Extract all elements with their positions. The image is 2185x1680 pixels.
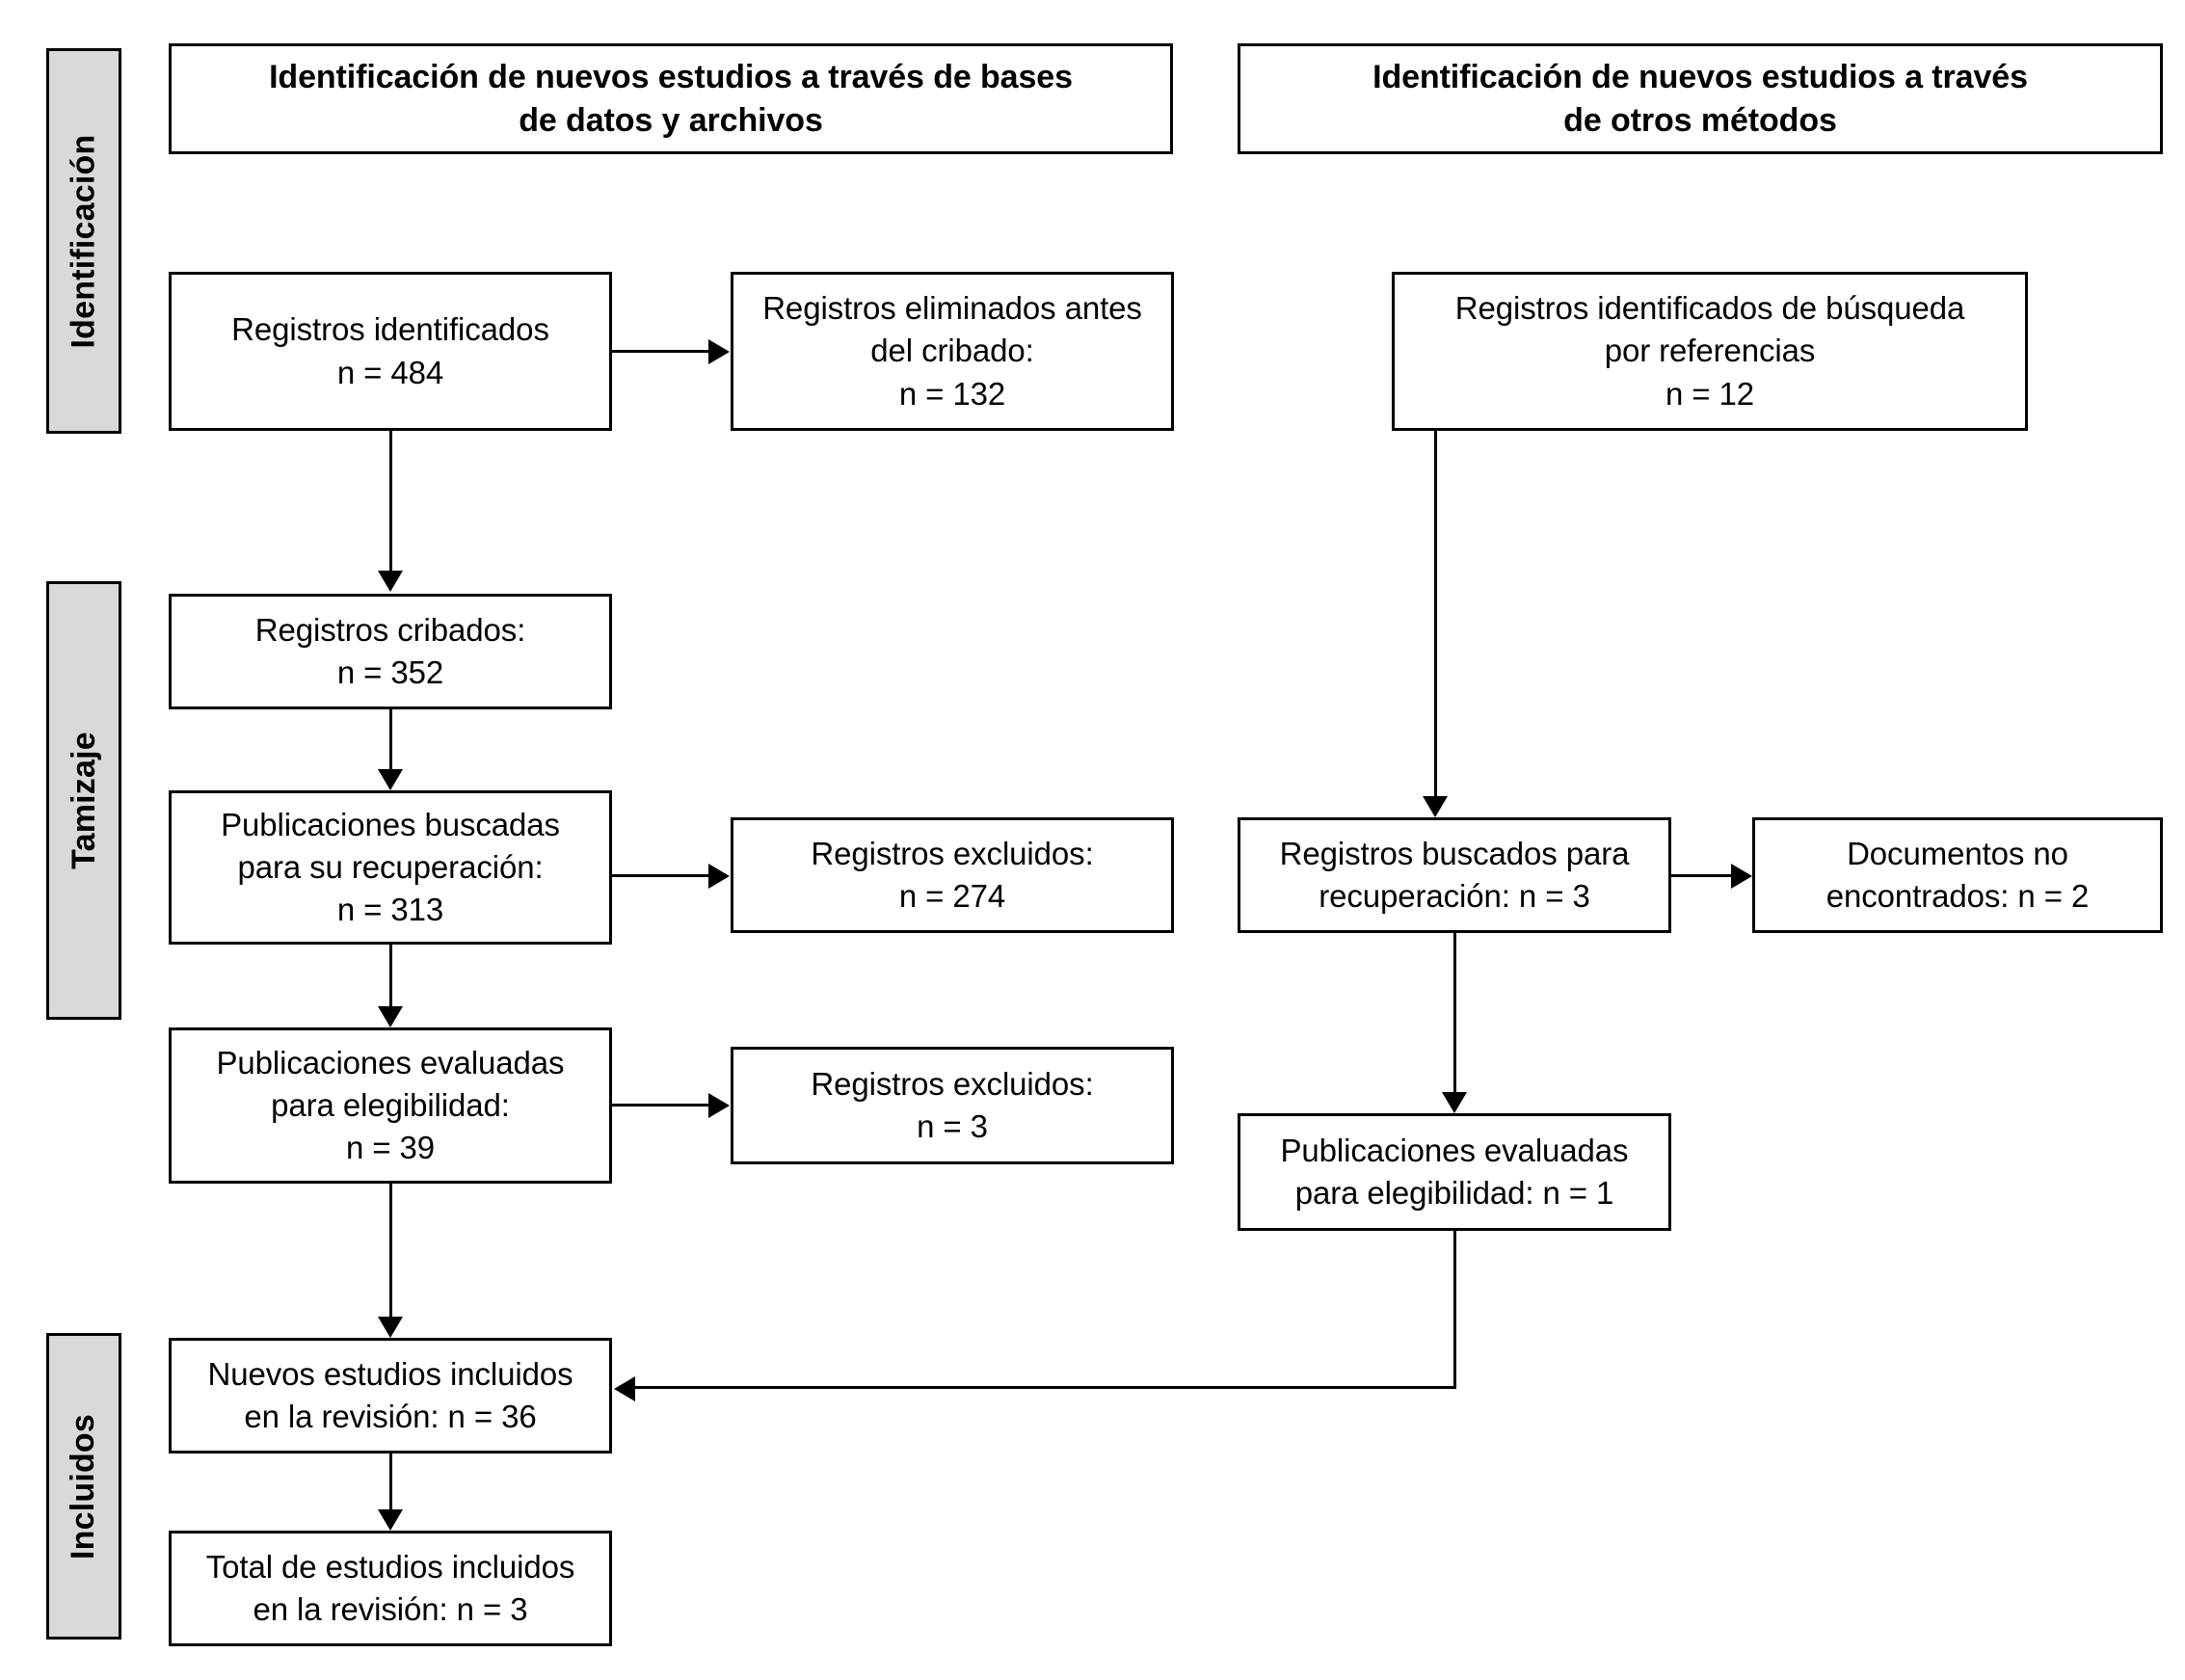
box-reports-assessed-other-label: Publicaciones evaluadas para elegibilida… bbox=[1280, 1132, 1629, 1211]
box-records-excluded-1-label: Registros excluidos: n = 274 bbox=[811, 835, 1094, 914]
stage-incluidos: Incluidos bbox=[46, 1333, 121, 1640]
connector-assessed-other-elbow-vertical bbox=[1453, 1231, 1456, 1389]
connector-assessed-to-new-studies bbox=[389, 1184, 392, 1317]
connector-screened-to-sought bbox=[389, 709, 392, 769]
arrowhead-screened-to-sought bbox=[378, 769, 403, 790]
connector-new-studies-to-total bbox=[389, 1453, 392, 1509]
arrowhead-sought-to-assessed bbox=[378, 1006, 403, 1027]
stage-identificacion: Identificación bbox=[46, 48, 121, 434]
box-records-identified-references: Registros identificados de búsqueda por … bbox=[1392, 272, 2028, 431]
box-reports-assessed: Publicaciones evaluadas para elegibilida… bbox=[169, 1027, 612, 1184]
arrowhead-references-to-sought-other bbox=[1423, 796, 1448, 817]
arrowhead-sought-other-to-assessed-other bbox=[1442, 1092, 1467, 1113]
box-total-studies-included: Total de estudios incluidos en la revisi… bbox=[169, 1531, 612, 1646]
connector-assessed-to-excluded2 bbox=[612, 1104, 708, 1107]
connector-identified-to-screened bbox=[389, 431, 392, 571]
connector-references-to-sought-other bbox=[1434, 431, 1437, 796]
header-box-other-methods: Identificación de nuevos estudios a trav… bbox=[1238, 43, 2163, 154]
connector-sought-other-to-not-found bbox=[1671, 874, 1731, 877]
box-records-identified-references-label: Registros identificados de búsqueda por … bbox=[1454, 290, 1965, 412]
connector-sought-to-excluded1 bbox=[612, 874, 708, 877]
header-label-databases: Identificación de nuevos estudios a trav… bbox=[269, 58, 1073, 139]
arrowhead-identified-to-removed bbox=[708, 339, 730, 364]
stage-tamizaje: Tamizaje bbox=[46, 581, 121, 1020]
box-documents-not-found: Documentos no encontrados: n = 2 bbox=[1752, 817, 2163, 933]
box-records-removed: Registros eliminados antes del cribado: … bbox=[731, 272, 1174, 431]
box-new-studies-included: Nuevos estudios incluidos en la revisión… bbox=[169, 1338, 612, 1453]
box-documents-not-found-label: Documentos no encontrados: n = 2 bbox=[1825, 835, 2090, 914]
box-records-sought-other: Registros buscados para recuperación: n … bbox=[1238, 817, 1671, 933]
box-new-studies-included-label: Nuevos estudios incluidos en la revisión… bbox=[207, 1355, 573, 1434]
box-records-identified-label: Registros identificados n = 484 bbox=[231, 311, 549, 390]
arrowhead-sought-to-excluded1 bbox=[708, 864, 730, 889]
stage-label-incluidos: Incluidos bbox=[65, 1413, 102, 1560]
box-records-removed-label: Registros eliminados antes del cribado: … bbox=[762, 290, 1142, 412]
box-records-excluded-1: Registros excluidos: n = 274 bbox=[731, 817, 1174, 933]
connector-identified-to-removed bbox=[612, 350, 708, 353]
arrowhead-assessed-to-excluded2 bbox=[708, 1093, 730, 1118]
arrowhead-sought-other-to-not-found bbox=[1731, 864, 1752, 889]
arrowhead-assessed-other-to-new-studies bbox=[614, 1376, 635, 1401]
box-records-screened-label: Registros cribados: n = 352 bbox=[254, 611, 526, 690]
connector-assessed-other-elbow-horizontal bbox=[635, 1386, 1456, 1389]
arrowhead-assessed-to-new-studies bbox=[378, 1317, 403, 1338]
arrowhead-new-studies-to-total bbox=[378, 1509, 403, 1531]
box-reports-sought-label: Publicaciones buscadas para su recuperac… bbox=[221, 806, 560, 928]
connector-sought-to-assessed bbox=[389, 945, 392, 1006]
box-records-sought-other-label: Registros buscados para recuperación: n … bbox=[1279, 835, 1630, 914]
box-total-studies-included-label: Total de estudios incluidos en la revisi… bbox=[205, 1548, 575, 1627]
box-records-excluded-2-label: Registros excluidos: n = 3 bbox=[811, 1065, 1094, 1144]
box-records-identified: Registros identificados n = 484 bbox=[169, 272, 612, 431]
stage-label-identificacion: Identificación bbox=[65, 134, 102, 348]
header-box-databases: Identificación de nuevos estudios a trav… bbox=[169, 43, 1173, 154]
box-reports-sought: Publicaciones buscadas para su recuperac… bbox=[169, 790, 612, 945]
box-reports-assessed-other: Publicaciones evaluadas para elegibilida… bbox=[1238, 1113, 1671, 1231]
stage-label-tamizaje: Tamizaje bbox=[65, 732, 102, 869]
arrowhead-identified-to-screened bbox=[378, 571, 403, 592]
box-records-screened: Registros cribados: n = 352 bbox=[169, 594, 612, 709]
connector-sought-other-to-assessed-other bbox=[1453, 933, 1456, 1092]
box-reports-assessed-label: Publicaciones evaluadas para elegibilida… bbox=[216, 1044, 565, 1166]
box-records-excluded-2: Registros excluidos: n = 3 bbox=[731, 1047, 1174, 1164]
header-label-other-methods: Identificación de nuevos estudios a trav… bbox=[1372, 58, 2028, 139]
